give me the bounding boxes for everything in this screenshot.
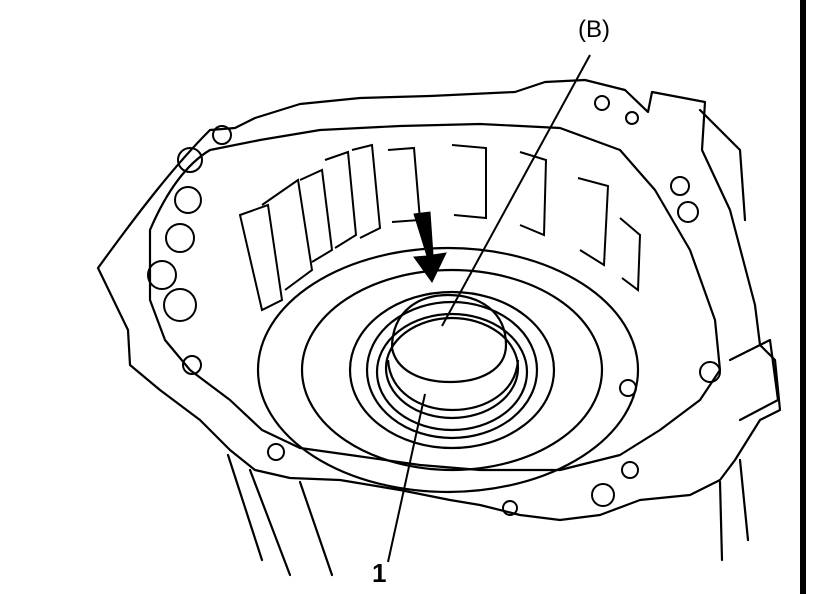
bolt-bosses: [147, 95, 721, 516]
leader-line-1: [387, 393, 426, 563]
press-direction-arrow-icon: [413, 211, 447, 283]
right-border-line: [800, 0, 806, 594]
clutch-drum-teeth: [238, 143, 642, 312]
callout-label-b: (B): [578, 16, 610, 43]
leader-lines: [387, 54, 591, 563]
callout-label-1: 1: [372, 558, 387, 588]
case-housing: [96, 78, 782, 577]
bearing-bore: [256, 246, 640, 494]
leader-line-b: [441, 54, 591, 327]
